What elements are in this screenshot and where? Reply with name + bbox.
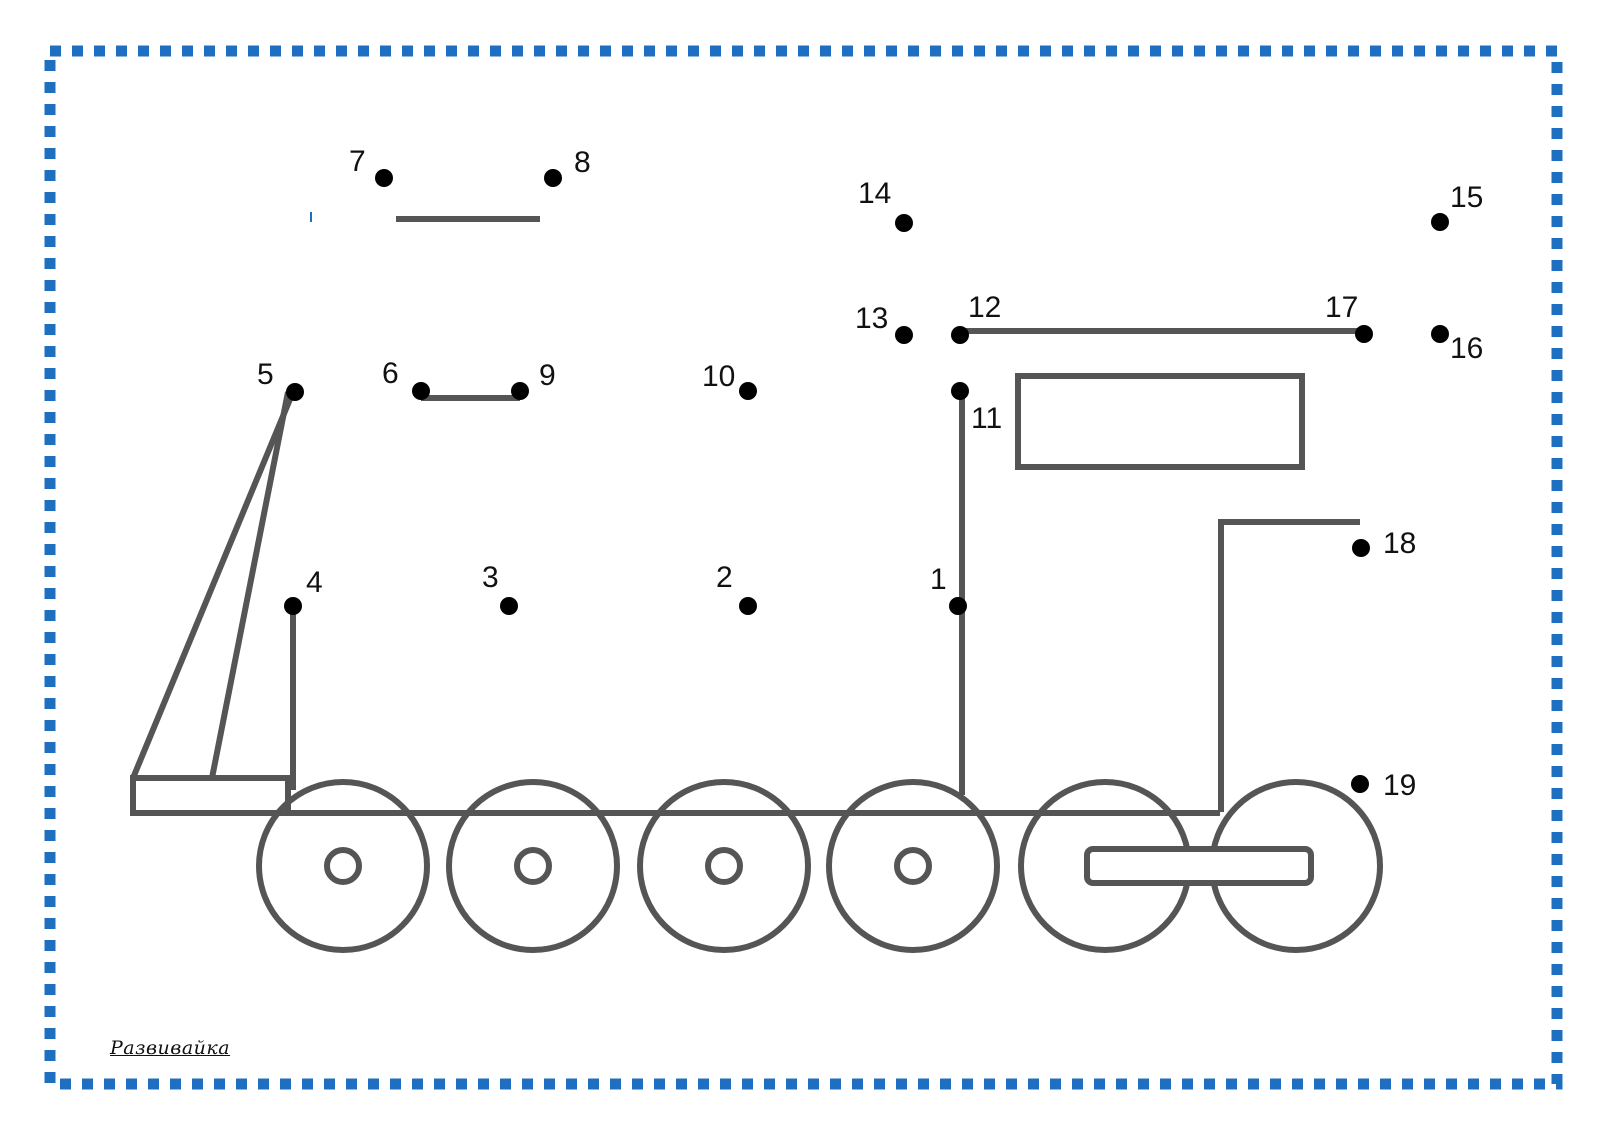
dot-4[interactable] <box>284 597 302 615</box>
dot-3[interactable] <box>500 597 518 615</box>
wheel-2-hub <box>514 847 552 885</box>
dashed-frame <box>44 45 1563 1090</box>
dot-10[interactable] <box>739 382 757 400</box>
front-bumper <box>130 775 291 816</box>
dot-1[interactable] <box>949 597 967 615</box>
dot-label-19: 19 <box>1383 769 1416 802</box>
dot-14[interactable] <box>895 214 913 232</box>
dot-5[interactable] <box>286 383 304 401</box>
dot-label-9: 9 <box>539 359 556 392</box>
wheel-3-hub <box>705 847 743 885</box>
wheel-1 <box>256 779 430 953</box>
dot-label-10: 10 <box>702 360 735 393</box>
cowcatcher-outer <box>130 390 296 780</box>
connecting-rod <box>1084 846 1314 886</box>
dot-label-17: 17 <box>1325 291 1358 324</box>
wheel-2 <box>446 779 620 953</box>
dot-11[interactable] <box>951 382 969 400</box>
numbered-dots: 1 2 3 4 5 6 7 8 9 10 11 12 13 <box>257 145 1483 802</box>
dot-2[interactable] <box>739 597 757 615</box>
dot-label-5: 5 <box>257 358 274 391</box>
dot-label-16: 16 <box>1450 332 1483 365</box>
dot-label-2: 2 <box>716 561 733 594</box>
cab-window <box>1015 373 1305 470</box>
dot-label-12: 12 <box>968 291 1001 324</box>
dot-18[interactable] <box>1352 539 1370 557</box>
dot-9[interactable] <box>511 382 529 400</box>
dot-label-8: 8 <box>574 146 591 179</box>
dot-16[interactable] <box>1431 325 1449 343</box>
dot-17[interactable] <box>1355 325 1373 343</box>
dot-12[interactable] <box>951 326 969 344</box>
dot-label-11: 11 <box>971 402 1002 435</box>
dot-label-4: 4 <box>306 566 323 599</box>
dot-7[interactable] <box>375 169 393 187</box>
cab-rear-frame <box>1218 519 1360 812</box>
dot-label-3: 3 <box>482 561 499 594</box>
brand-label: Развивайка <box>110 1037 231 1059</box>
wheel-4 <box>826 779 1000 953</box>
wheel-4-hub <box>894 847 932 885</box>
dot-label-14: 14 <box>858 177 891 210</box>
wheel-3 <box>637 779 811 953</box>
dot-label-1: 1 <box>930 563 947 596</box>
dot-label-18: 18 <box>1383 527 1416 560</box>
dot-label-15: 15 <box>1450 181 1483 214</box>
dot-13[interactable] <box>895 326 913 344</box>
dot-6[interactable] <box>412 382 430 400</box>
dot-15[interactable] <box>1431 213 1449 231</box>
dot-label-13: 13 <box>855 302 888 335</box>
cowcatcher-inner <box>209 391 291 779</box>
wheel-1-hub <box>324 847 362 885</box>
dot-label-7: 7 <box>349 145 366 178</box>
dot-19[interactable] <box>1351 775 1369 793</box>
dot-label-6: 6 <box>382 357 399 390</box>
locomotive-outline <box>130 216 1383 953</box>
dot-8[interactable] <box>544 169 562 187</box>
